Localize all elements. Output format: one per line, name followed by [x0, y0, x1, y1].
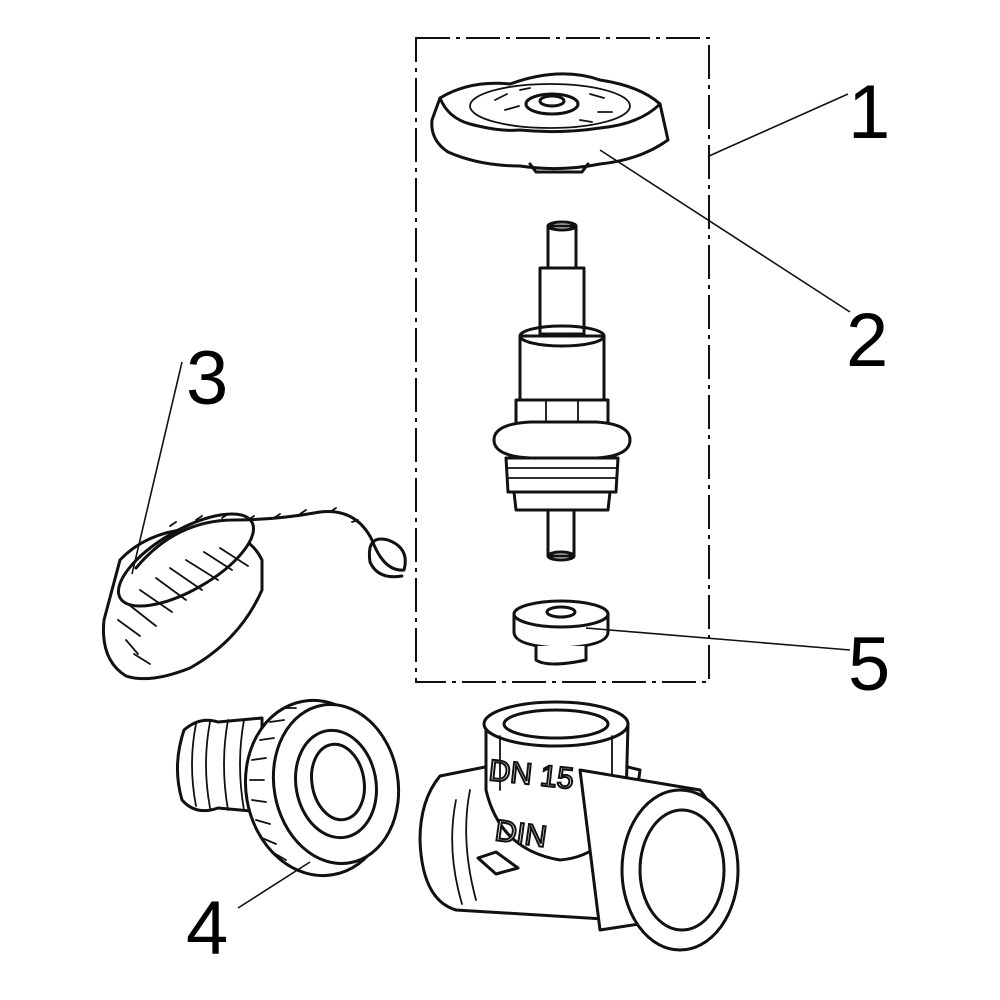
valve-spindle: [492, 220, 632, 562]
valve-body: DN 15 DIN: [418, 700, 740, 952]
callout-3: 3: [186, 336, 228, 421]
callout-4: 4: [186, 886, 228, 971]
leader-line-2: [599, 149, 851, 313]
callout-5: 5: [848, 622, 890, 707]
leader-line-5: [585, 627, 851, 651]
handwheel: [430, 72, 670, 174]
leader-line-4: [237, 861, 311, 909]
assembly-group-outline: [415, 37, 710, 683]
leader-line-1: [708, 93, 849, 157]
callout-1: 1: [848, 70, 890, 155]
washer-disc: [512, 599, 610, 666]
standard-marking: DIN: [493, 814, 549, 854]
leader-line-3: [131, 361, 183, 575]
cap-with-chain: [101, 507, 407, 681]
callout-2: 2: [846, 298, 888, 383]
hose-connector: [175, 698, 401, 878]
